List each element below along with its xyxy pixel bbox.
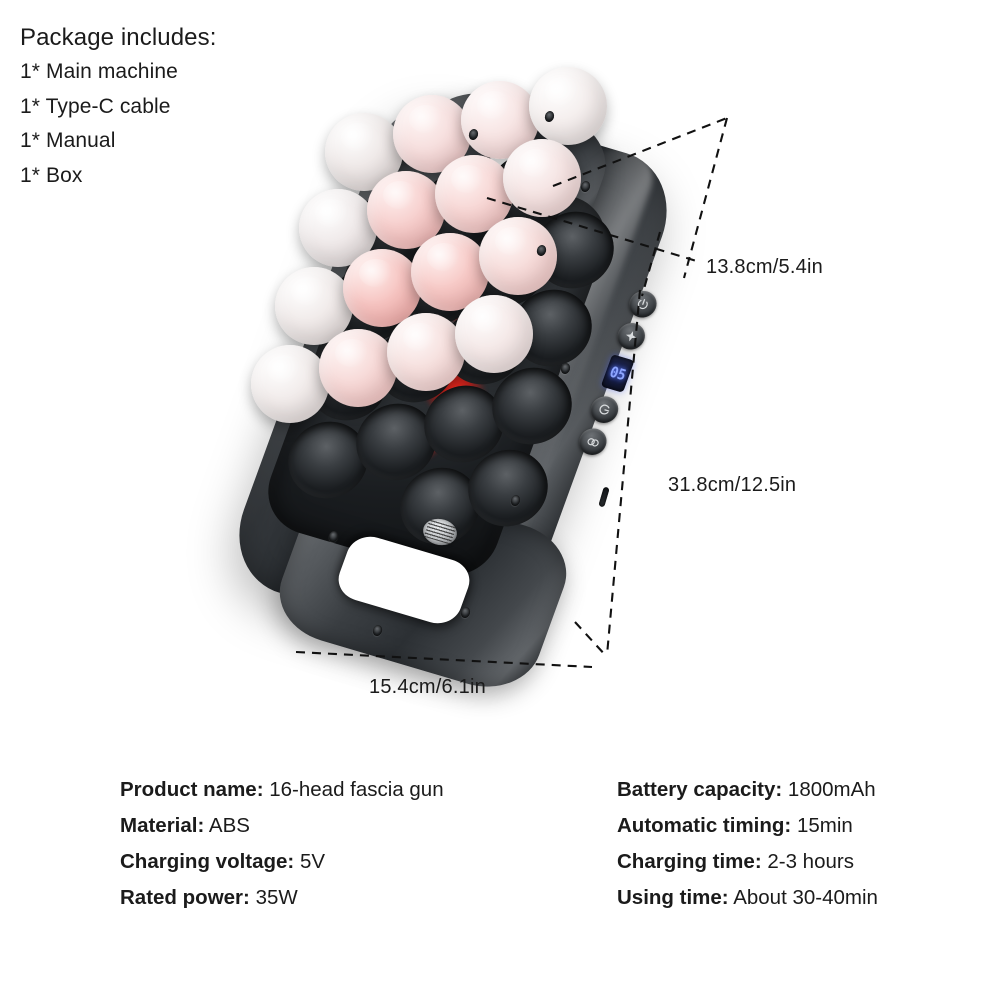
product-image: 05 (220, 67, 686, 701)
spec-row: Charging time: 2-3 hours (617, 844, 997, 880)
power-icon (637, 299, 648, 310)
spec-row: Using time: About 30-40min (617, 880, 997, 916)
mode-icon (625, 331, 637, 342)
spec-column-left: Product name: 16-head fascia gun Materia… (120, 772, 590, 916)
massage-head (455, 295, 533, 373)
massage-head (319, 329, 397, 407)
spec-key: Using time: (617, 886, 729, 909)
spec-row: Battery capacity: 1800mAh (617, 772, 997, 808)
spec-value: ABS (208, 814, 250, 837)
package-item-type-c-cable: 1* Type-C cable (20, 94, 171, 118)
massage-head (387, 313, 465, 391)
spec-row: Charging voltage: 5V (120, 844, 590, 880)
spec-value: 15min (796, 814, 853, 837)
massage-head (343, 249, 421, 327)
spec-row: Material: ABS (120, 808, 590, 844)
spec-key: Battery capacity: (617, 778, 783, 801)
heat-button[interactable] (586, 393, 623, 427)
package-includes-block: Package includes: 1* Main machine 1* Typ… (20, 20, 360, 193)
spec-key: Automatic timing: (617, 814, 792, 837)
package-item-box: 1* Box (20, 163, 83, 187)
massage-head (251, 345, 329, 423)
speed-icon (587, 437, 599, 446)
spec-value: 5V (299, 850, 326, 873)
spec-value: 2-3 hours (767, 850, 854, 873)
spec-value: 1800mAh (787, 778, 876, 801)
package-includes-title: Package includes: (20, 24, 217, 51)
spec-row: Rated power: 35W (120, 880, 590, 916)
depth-dimension-line (682, 117, 729, 279)
package-item-manual: 1* Manual (20, 129, 116, 152)
mode-button[interactable] (613, 319, 649, 353)
massage-head (529, 67, 607, 145)
speed-button[interactable] (575, 425, 611, 459)
spec-value: 35W (255, 886, 298, 909)
package-item-main-machine: 1* Main machine (20, 60, 178, 83)
spec-column-right: Battery capacity: 1800mAh Automatic timi… (617, 772, 997, 916)
spec-key: Charging voltage: (120, 850, 295, 873)
massage-head (479, 217, 557, 295)
spec-key: Material: (120, 814, 205, 837)
spec-row: Product name: 16-head fascia gun (120, 772, 590, 808)
massage-head-grid (245, 67, 685, 675)
led-display: 05 (600, 354, 635, 393)
height-dimension-label: 31.8cm/12.5in (668, 474, 797, 496)
led-display-value: 05 (607, 362, 629, 385)
spec-row: Automatic timing: 15min (617, 808, 997, 844)
spec-key: Product name: (120, 778, 264, 801)
heat-icon (599, 404, 610, 415)
spec-value: About 30-40min (733, 886, 878, 909)
width-dimension-label: 15.4cm/6.1in (369, 676, 486, 698)
massage-head (503, 139, 581, 217)
depth-dimension-label: 13.8cm/5.4in (706, 256, 823, 278)
spec-key: Rated power: (120, 886, 250, 909)
spec-key: Charging time: (617, 850, 762, 873)
spec-value: 16-head fascia gun (269, 778, 444, 801)
